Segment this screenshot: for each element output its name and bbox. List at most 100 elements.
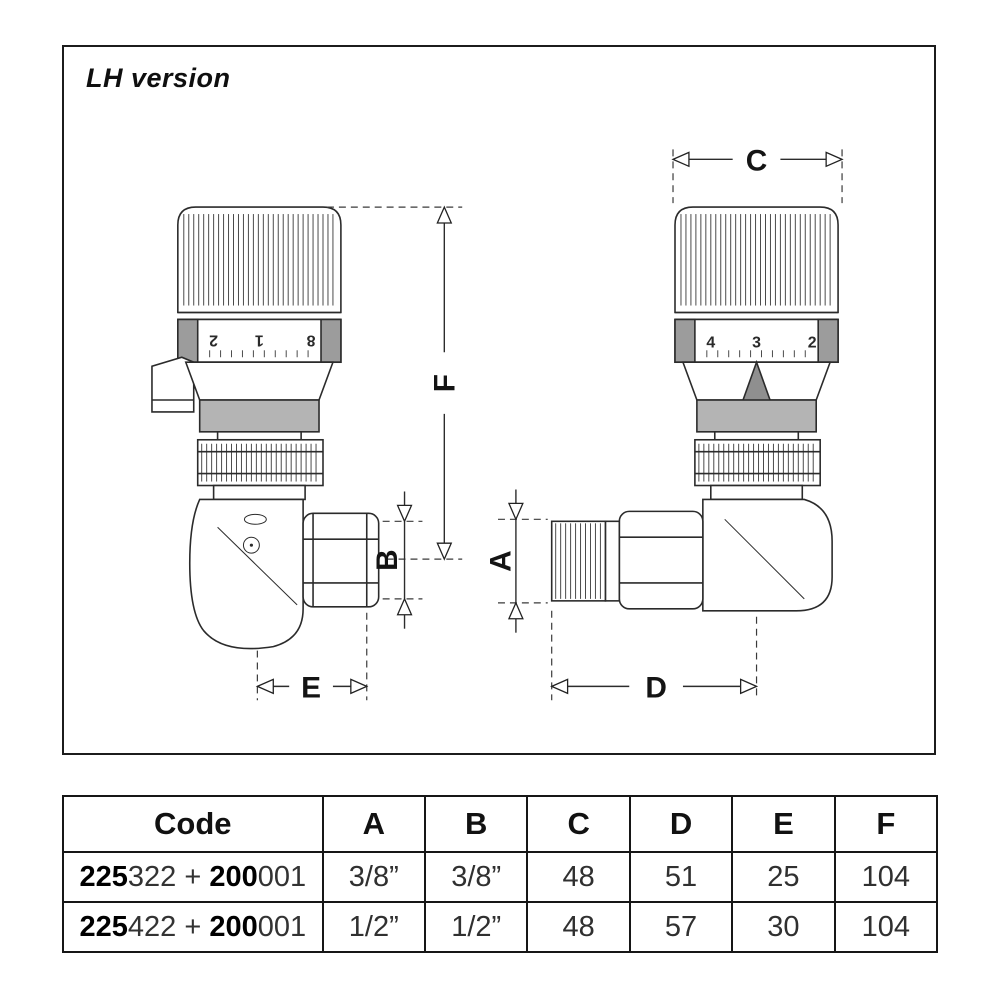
right-dial-ring: [674, 318, 839, 364]
arrow-left-icon: [671, 151, 690, 168]
right-head-cap: [674, 206, 839, 314]
arrow-up-icon: [436, 205, 453, 224]
col-header-e: E: [731, 795, 836, 853]
left-valve-body: [188, 498, 304, 650]
left-dial-ticks: [209, 350, 309, 358]
dim-label-B: B: [371, 549, 404, 571]
left-dial-cap-left: [177, 318, 199, 364]
drawing-panel: LH version 2 1 8: [62, 45, 936, 755]
arrow-down-icon: [507, 502, 524, 521]
value-cell: 104: [833, 851, 939, 903]
value-cell: 1/2”: [321, 901, 427, 953]
right-union-nut: [618, 510, 704, 610]
col-header-code: Code: [62, 795, 324, 853]
value-cell: 3/8”: [321, 851, 427, 903]
code-part-bold: 225: [79, 910, 128, 943]
code-part-bold: 200: [209, 910, 258, 943]
dim-label-A: A: [484, 550, 517, 572]
left-collar: [198, 399, 320, 433]
dimension-B: B: [371, 491, 423, 629]
arrow-left-icon: [255, 678, 274, 695]
value-cell: 57: [628, 901, 734, 953]
value-cell: 30: [731, 901, 836, 953]
value-cell: 104: [833, 901, 939, 953]
left-dial-cap-right: [320, 318, 342, 364]
left-connection-nut: [196, 438, 324, 487]
dim-label-E: E: [301, 671, 321, 704]
code-part-bold: 200: [209, 860, 258, 893]
arrow-right-icon: [739, 678, 759, 695]
right-collar: [696, 399, 817, 433]
dimension-A: A: [484, 489, 548, 633]
left-head-knurling: [183, 214, 334, 306]
right-flange: [710, 484, 804, 501]
left-flange: [212, 484, 306, 501]
col-header-d: D: [628, 795, 734, 853]
left-head-cap: [177, 206, 342, 314]
value-cell: 48: [526, 901, 631, 953]
right-dial-ticks: [706, 350, 806, 358]
value-cell: 48: [526, 851, 631, 903]
dimension-E: E: [255, 612, 369, 704]
dial-number: 4: [706, 334, 715, 351]
code-cell: 225422 + 200001: [62, 901, 324, 953]
left-valve-drawing: 2 1 8: [151, 206, 380, 650]
male-thread: [550, 520, 607, 602]
dial-number: 2: [808, 334, 817, 351]
memory-tab: [151, 356, 195, 413]
dim-label-D: D: [645, 671, 667, 704]
col-header-a: A: [321, 795, 427, 853]
arrow-up-icon: [396, 597, 413, 616]
left-neck: [216, 431, 302, 441]
right-dial-cap-left: [674, 318, 696, 364]
dimension-C: C: [671, 144, 844, 204]
col-header-b: B: [423, 795, 529, 853]
code-part-bold: 225: [79, 860, 128, 893]
right-thread-flange: [604, 520, 621, 602]
arrow-right-icon: [350, 678, 369, 695]
dial-number: 8: [306, 331, 315, 348]
col-header-c: C: [526, 795, 631, 853]
dial-number: 3: [752, 334, 761, 351]
right-connection-nut: [694, 438, 821, 487]
dial-number: 1: [255, 331, 264, 348]
brand-mark: [243, 513, 267, 525]
left-nut-knurling: [201, 443, 317, 482]
arrow-left-icon: [550, 678, 569, 695]
arrow-down-icon: [396, 504, 413, 523]
col-header-f: F: [833, 795, 939, 853]
dim-label-F: F: [429, 374, 462, 392]
brand-logo: [242, 536, 260, 554]
value-cell: 1/2”: [423, 901, 529, 953]
right-nut-knurling: [698, 443, 814, 482]
value-cell: 51: [628, 851, 734, 903]
dimension-F: F: [326, 205, 463, 561]
dial-number: 2: [209, 331, 218, 348]
right-head-knurling: [680, 214, 831, 306]
dimension-D: D: [550, 610, 759, 704]
right-dial-cap-right: [817, 318, 839, 364]
arrow-right-icon: [825, 151, 844, 168]
version-title: LH version: [86, 63, 231, 93]
right-valve-drawing: 4 3 2: [550, 206, 839, 612]
left-head-base: [184, 361, 335, 401]
thread-hatching: [555, 523, 601, 599]
dim-label-C: C: [746, 144, 768, 177]
value-cell: 3/8”: [423, 851, 529, 903]
right-neck: [713, 431, 800, 441]
valve-technical-drawing: 2 1 8: [151, 144, 844, 704]
arrow-down-icon: [436, 542, 453, 561]
value-cell: 25: [731, 851, 836, 903]
code-part: 001: [257, 860, 307, 893]
left-dial-ring: [177, 318, 342, 364]
code-part: 001: [257, 910, 307, 943]
code-cell: 225322 + 200001: [62, 851, 324, 903]
code-part: 322 +: [127, 860, 210, 893]
right-valve-body: [702, 498, 833, 612]
